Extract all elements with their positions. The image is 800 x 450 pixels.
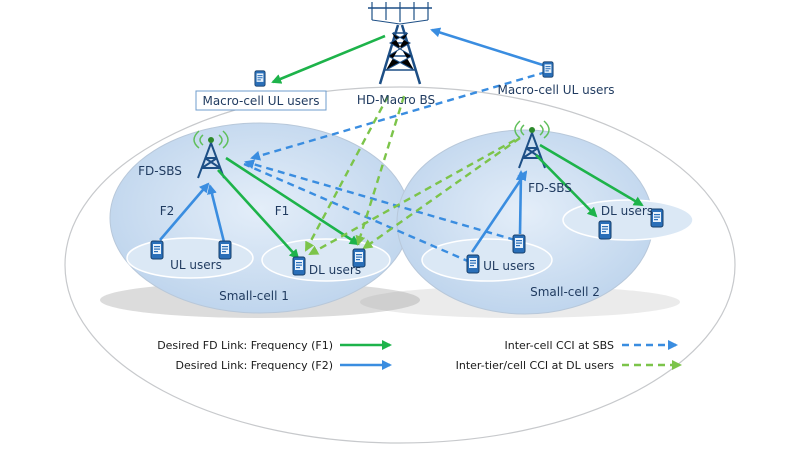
link-macro-user-to-macro xyxy=(430,27,547,68)
ul-users-1-label: UL users xyxy=(170,258,222,272)
link-sbs1-dl-1 xyxy=(225,156,360,246)
cci-ul2-to-sbs1 xyxy=(244,159,516,242)
ul-user-2b-icon xyxy=(512,234,526,254)
fd-sbs-2-label: FD-SBS xyxy=(528,181,572,195)
legend-link-f2-label: Desired Link: Frequency (F2) xyxy=(175,359,333,372)
macro-bs-label: HD-Macro BS xyxy=(357,93,435,107)
legend-inter-cell-cci-label: Inter-cell CCI at SBS xyxy=(505,339,614,352)
ul-user-2a-icon xyxy=(466,254,480,274)
link-sbs2-dl-1 xyxy=(539,143,644,207)
legend: Desired FD Link: Frequency (F1) Desired … xyxy=(157,339,682,372)
link-ul1-b-to-sbs1 xyxy=(207,184,226,243)
cci-sbs2-to-dl1-b xyxy=(362,137,521,250)
fd-sbs-1-label: FD-SBS xyxy=(138,164,182,178)
macro-ul-user-right-icon xyxy=(542,61,554,78)
ul-user-1a-icon xyxy=(150,240,164,260)
ul-users-2-label: UL users xyxy=(483,259,535,273)
cci-macro-to-dl1-b xyxy=(355,95,406,246)
legend-fd-link-label: Desired FD Link: Frequency (F1) xyxy=(157,339,333,352)
cci-sbs2-to-dl1-a xyxy=(308,138,516,256)
f2-label: F2 xyxy=(160,204,175,218)
sbs-2-tower-icon xyxy=(514,120,550,169)
small-cell-2-label: Small-cell 2 xyxy=(530,285,600,299)
link-sbs1-dl-2 xyxy=(217,169,300,260)
f1-label: F1 xyxy=(275,204,290,218)
macro-ul-users-right-label: Macro-cell UL users xyxy=(497,83,614,97)
dl-user-2a-icon xyxy=(598,220,612,240)
macro-ul-user-left-icon xyxy=(254,70,266,87)
cci-macro-to-dl1-a xyxy=(304,95,390,252)
link-sbs2-dl-2 xyxy=(535,154,598,218)
sbs-1-tower-icon xyxy=(193,130,229,179)
macro-ul-users-left-box xyxy=(195,90,327,111)
legend-inter-tier-cci-label: Inter-tier/cell CCI at DL users xyxy=(456,359,615,372)
link-ul1-a-to-sbs1 xyxy=(159,182,210,241)
cci-ul2-to-sbs1-b xyxy=(243,162,471,264)
small-cell-1-label: Small-cell 1 xyxy=(219,289,289,303)
dl-users-2-label: DL users xyxy=(601,204,653,218)
link-ul2-b-to-sbs2 xyxy=(515,170,526,235)
link-ul2-a-to-sbs2 xyxy=(470,170,528,253)
link-macro-to-macro-user xyxy=(271,34,386,84)
dl-user-1a-icon xyxy=(292,256,306,276)
macro-ul-users-left-label: Macro-cell UL users xyxy=(202,94,319,108)
dl-users-1-label: DL users xyxy=(309,263,361,277)
macro-tower-icon xyxy=(368,2,432,85)
cci-macro-user-to-sbs1 xyxy=(250,70,547,161)
ul-user-1b-icon xyxy=(218,240,232,260)
